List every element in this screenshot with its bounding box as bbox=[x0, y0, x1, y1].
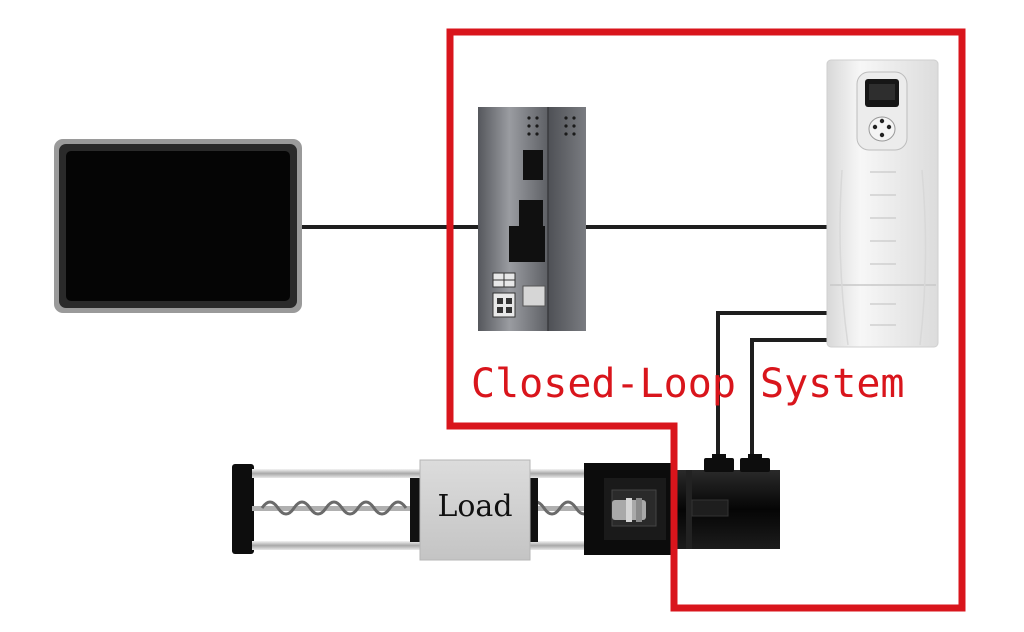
closed-loop-boundary bbox=[446, 28, 966, 612]
servo-motor-icon bbox=[672, 454, 780, 549]
load-label: Load bbox=[437, 489, 512, 524]
load-block bbox=[419, 459, 531, 561]
hmi-display-icon bbox=[54, 139, 302, 313]
closed-loop-label: Closed-Loop System bbox=[471, 361, 904, 407]
servo-drive-icon bbox=[826, 59, 939, 348]
plc-controller-icon bbox=[478, 107, 586, 331]
linear-actuator-icon bbox=[232, 459, 674, 561]
lead-screw bbox=[260, 500, 594, 516]
wire-drive-to-motor-b bbox=[750, 338, 828, 462]
wire-drive-to-motor-a bbox=[716, 311, 828, 462]
